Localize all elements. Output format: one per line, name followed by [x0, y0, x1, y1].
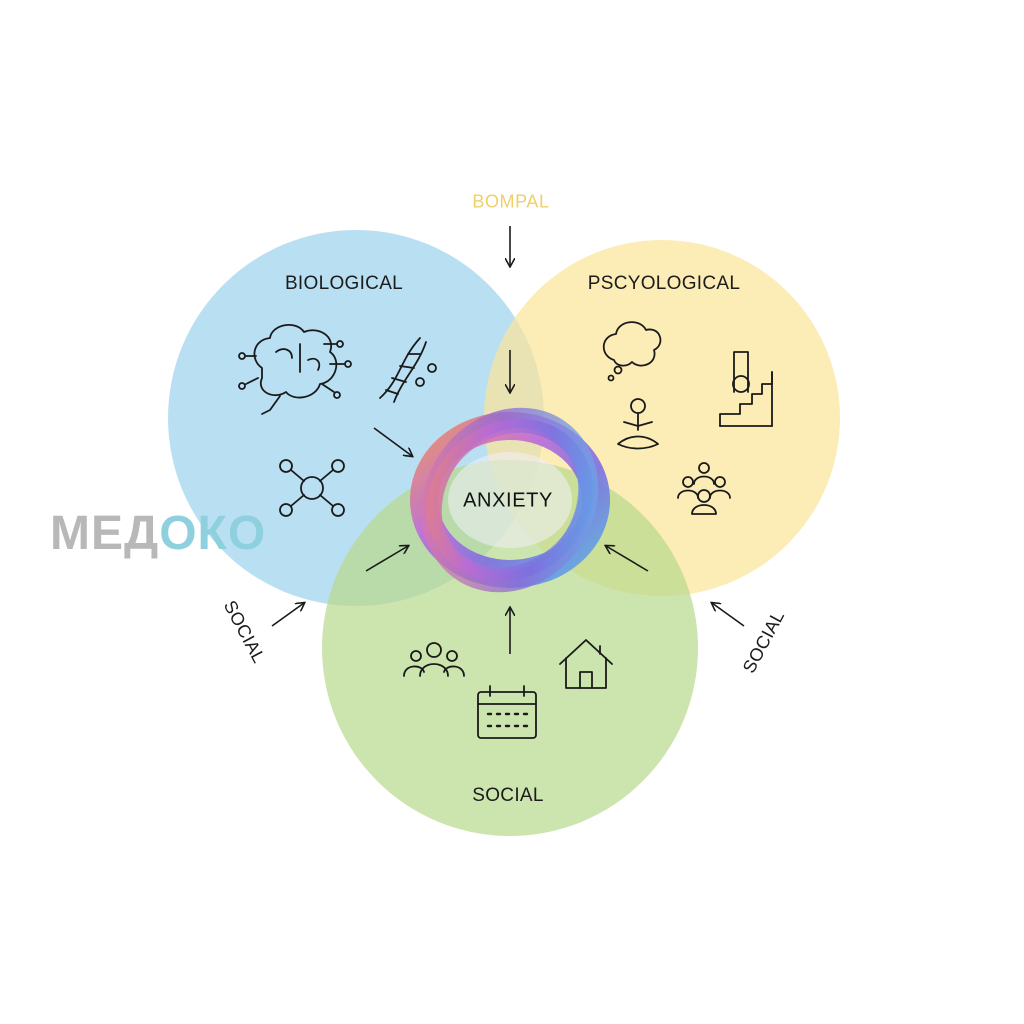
- watermark-part2: ОКО: [159, 507, 267, 560]
- brain-circuit-icon: [238, 324, 352, 415]
- stairs-goal-icon: [719, 351, 773, 427]
- thought-bubble-icon: [602, 321, 662, 382]
- dna-icon: [379, 337, 437, 403]
- arrow-right-inner: [606, 546, 649, 572]
- biological-label: BIOLOGICAL: [284, 273, 404, 294]
- top-label: BOMPAL: [472, 191, 550, 212]
- group-icon: [677, 462, 731, 515]
- social-label: SOCIAL: [472, 785, 544, 806]
- people-group-icon: [403, 642, 465, 677]
- molecule-icon: [279, 459, 345, 517]
- arrow-right-outer: [712, 603, 745, 627]
- meditation-icon: [617, 398, 659, 450]
- arrow-left-outer: [271, 603, 304, 627]
- house-icon: [559, 639, 613, 689]
- arrow-biological: [373, 427, 412, 456]
- anxiety-label: ANXIETY: [463, 489, 553, 512]
- psychological-label: PSCYOLOGICAL: [587, 273, 741, 294]
- watermark-logo: МЕДОКО: [50, 510, 266, 558]
- arrow-left-inner: [365, 546, 408, 572]
- watermark-part1: МЕД: [50, 507, 160, 560]
- anxiety-ring: [410, 407, 610, 593]
- calendar-icon: [477, 685, 537, 739]
